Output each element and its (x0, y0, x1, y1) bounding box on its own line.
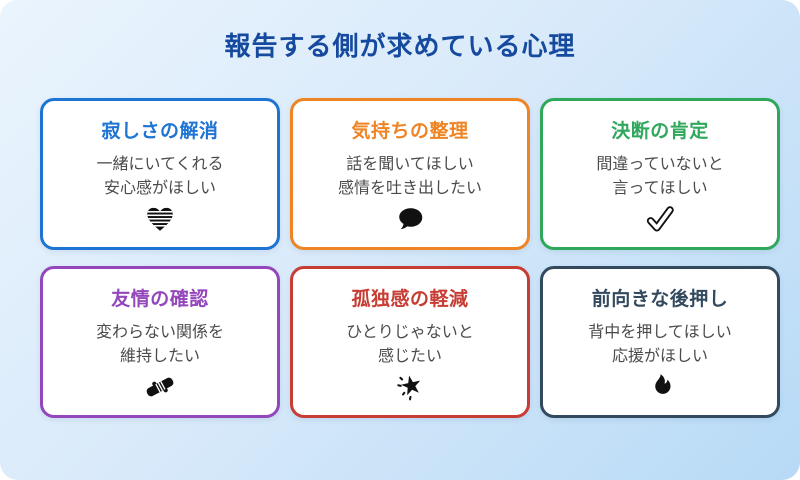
card-line: 感情を吐き出したい (337, 180, 482, 197)
card-line: 維持したい (119, 348, 200, 365)
card-line: 一緒にいてくれる (96, 156, 224, 173)
card-body: 間違っていないと 言ってほしい (596, 153, 723, 201)
card-line: 応援がほしい (611, 348, 708, 365)
card-isolation-reduction: 孤独感の軽減 ひとりじゃないと 感じたい (290, 266, 530, 418)
card-friendship-confirmation: 友情の確認 変わらない関係を 維持したい (40, 266, 280, 418)
card-title: 決断の肯定 (611, 121, 709, 142)
card-line: 安心感がほしい (103, 180, 216, 197)
card-body: ひとりじゃないと 感じたい (346, 321, 474, 369)
card-line: 背中を押してほしい (588, 324, 732, 341)
page-title: 報告する側が求めている心理 (224, 31, 576, 61)
card-line: 変わらない関係を (95, 324, 224, 341)
card-decision-affirmation: 決断の肯定 間違っていないと 言ってほしい (540, 98, 780, 250)
handshake-icon (145, 372, 175, 402)
card-loneliness-relief: 寂しさの解消 一緒にいてくれる 安心感がほしい (40, 98, 280, 250)
card-body: 一緒にいてくれる 安心感がほしい (96, 153, 223, 201)
check-icon (645, 204, 675, 234)
striped-heart-icon (145, 204, 175, 234)
card-line: 話を聞いてほしい (346, 156, 474, 173)
card-positive-push: 前向きな後押し 背中を押してほしい 応援がほしい (540, 266, 780, 418)
card-title: 友情の確認 (111, 289, 209, 310)
card-line: 感じたい (377, 348, 442, 365)
card-line: 間違っていないと (596, 156, 724, 173)
card-grid: 寂しさの解消 一緒にいてくれる 安心感がほしい (40, 98, 780, 418)
card-body: 話を聞いてほしい 感情を吐き出したい (338, 153, 482, 201)
flame-icon (645, 372, 675, 402)
card-emotion-sorting: 気持ちの整理 話を聞いてほしい 感情を吐き出したい (290, 98, 530, 250)
speech-bubble-icon (395, 204, 425, 234)
card-line: 言ってほしい (612, 180, 708, 197)
card-body: 背中を押してほしい 応援がほしい (588, 321, 732, 369)
card-body: 変わらない関係を 維持したい (96, 321, 224, 369)
card-title: 前向きな後押し (591, 289, 729, 310)
card-title: 寂しさの解消 (101, 121, 219, 142)
sparkle-star-icon (395, 372, 425, 402)
card-line: ひとりじゃないと (346, 324, 474, 341)
card-title: 気持ちの整理 (351, 121, 469, 142)
card-title: 孤独感の軽減 (351, 289, 469, 310)
